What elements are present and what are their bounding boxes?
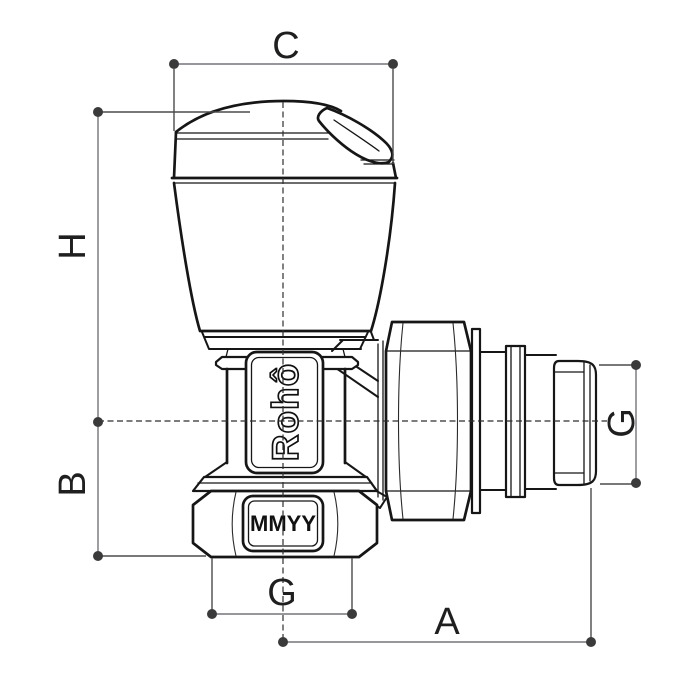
- dim-g-side-leader-lines: [599, 364, 633, 485]
- handle-dome: [174, 99, 343, 134]
- dim-label-c: C: [272, 25, 299, 67]
- dim-endpoint-dot: [207, 609, 217, 619]
- dim-endpoint-dot: [93, 417, 103, 427]
- dim-c-extension-lines: [173, 69, 394, 164]
- brand-plate-inner: [250, 356, 319, 469]
- dim-endpoint-dot: [169, 59, 179, 69]
- male-thread: [552, 359, 598, 487]
- union-nut-facet-curves: [397, 322, 459, 520]
- dim-g-bottom-extension-lines: [211, 558, 353, 611]
- union-nut-outline: [384, 320, 473, 522]
- skirt-flare-edges: [204, 461, 367, 478]
- body-skirt: [191, 461, 379, 493]
- handle-tab-base-lines: [360, 159, 395, 165]
- handle-tab-inner-line: [333, 119, 380, 152]
- male-thread-chamfer-lines: [553, 361, 591, 485]
- brand-logo-text: Rohô: [265, 363, 306, 462]
- dim-label-g-bottom: G: [267, 572, 297, 614]
- handle-band-lines: [174, 132, 395, 184]
- dim-endpoint-dot: [347, 609, 357, 619]
- handle-lip: [201, 331, 369, 350]
- body-side-edges: [225, 367, 347, 465]
- cylinder-section: [524, 354, 557, 490]
- body-neck-lines: [225, 348, 346, 358]
- dim-endpoint-dot: [93, 107, 103, 117]
- side-connection: [470, 327, 598, 515]
- handle-tab: [316, 106, 394, 165]
- handle-knob: [170, 99, 399, 350]
- handle-band-edges: [170, 130, 399, 180]
- dim-label-b: B: [52, 471, 94, 496]
- dim-endpoint-dot: [631, 478, 641, 488]
- dim-endpoint-dot: [388, 59, 398, 69]
- dimensions: C H B G A G: [52, 25, 643, 647]
- union-nut: [384, 320, 473, 522]
- dim-endpoint-dot: [586, 637, 596, 647]
- dim-label-g-side: G: [601, 408, 643, 438]
- centerlines: [98, 102, 607, 643]
- dim-endpoint-dot: [278, 637, 288, 647]
- pipe-section: [479, 351, 509, 491]
- skirt-band: [191, 475, 379, 493]
- hex-nut: MMYY: [191, 489, 379, 559]
- dim-endpoint-dot: [631, 360, 641, 370]
- handle-cup: [172, 181, 397, 333]
- dim-label-a: A: [434, 601, 460, 643]
- brand-plate: Rohô: [244, 350, 325, 475]
- hex-nut-facet-curves: [231, 491, 339, 557]
- dim-label-h: H: [52, 232, 94, 259]
- dim-endpoint-dot: [93, 551, 103, 561]
